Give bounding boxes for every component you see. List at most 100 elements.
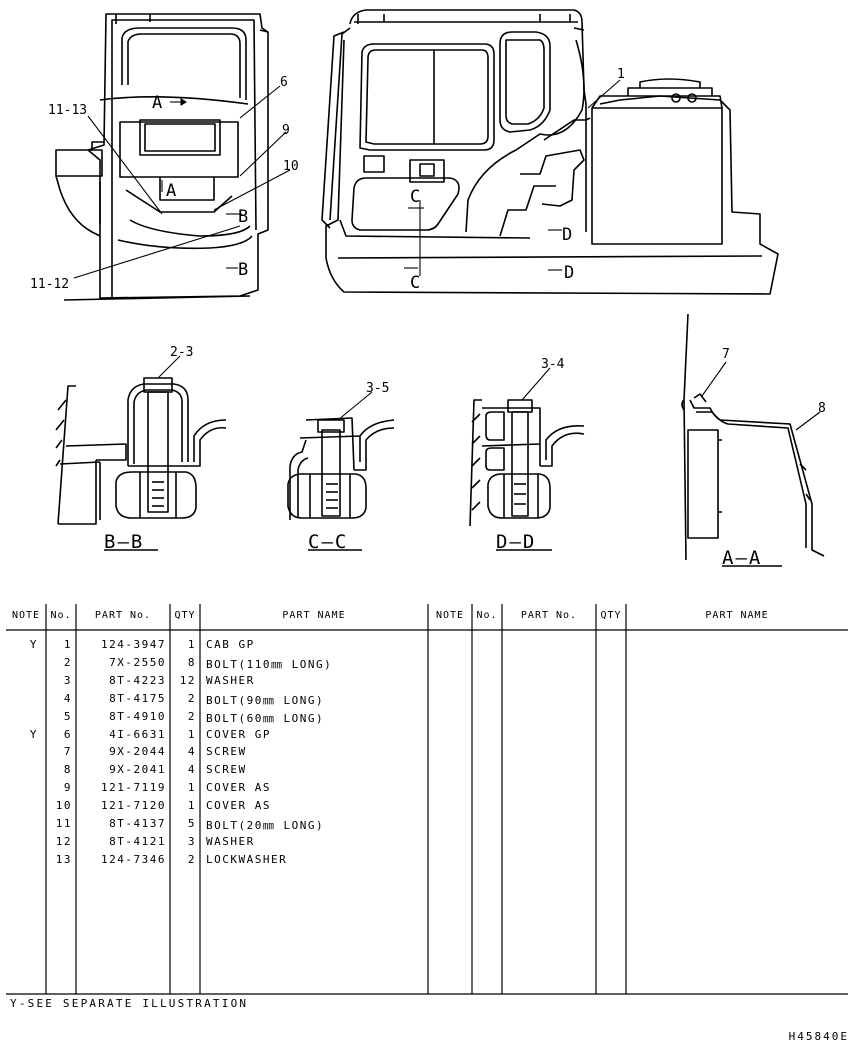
cell-qty: 2 <box>187 709 196 723</box>
cell-note: Y <box>29 638 38 651</box>
cell-no: 5 <box>63 709 72 723</box>
cell-qty: 8 <box>187 655 196 669</box>
header-note-right: NOTE <box>435 610 465 621</box>
header-note-left: NOTE <box>11 610 41 621</box>
cell-part-no: 124-7346 <box>101 852 166 866</box>
header-part-name-left: PART NAME <box>282 610 346 621</box>
cell-name: LOCKWASHER <box>206 852 288 866</box>
view-marker-c-top: C <box>410 187 420 207</box>
cell-qty: 4 <box>187 763 196 777</box>
callout-11-12: 11-12 <box>30 277 69 292</box>
callout-3-5: 3-5 <box>366 381 389 396</box>
view-marker-b-top: B <box>238 207 248 227</box>
section-a-a <box>681 313 825 567</box>
cell-no: 4 <box>63 691 72 705</box>
cell-qty: 12 <box>179 673 196 687</box>
table-row: 8 9X-2041 4 SCREW <box>6 763 428 781</box>
cell-no: 9 <box>63 781 72 795</box>
cell-part-no: 124-3947 <box>101 638 166 651</box>
view-marker-d-top: D <box>562 225 572 245</box>
leader-lines <box>73 79 821 431</box>
callout-7: 7 <box>722 347 730 362</box>
cell-no: 1 <box>63 638 72 651</box>
cell-part-no: 8T-4223 <box>109 673 166 687</box>
callout-9: 9 <box>282 123 290 138</box>
view-marker-b-bottom: B <box>238 260 248 280</box>
header-qty-right: QTY <box>600 610 622 621</box>
cell-name: BOLT(60㎜ LONG) <box>206 711 325 725</box>
cell-qty: 1 <box>187 799 196 813</box>
header-no-left: No. <box>50 610 72 621</box>
cell-name: WASHER <box>206 834 255 848</box>
table-grid <box>6 604 848 995</box>
cell-part-no: 8T-4175 <box>109 691 166 705</box>
cell-qty: 5 <box>187 817 196 830</box>
cell-name: SCREW <box>206 745 247 759</box>
header-no-right: No. <box>476 610 498 621</box>
cell-qty: 1 <box>187 781 196 795</box>
header-part-no-right: PART No. <box>520 610 578 621</box>
cell-no: 12 <box>55 834 72 848</box>
view-marker-a-top: A <box>152 93 162 113</box>
cell-part-no: 8T-4137 <box>109 817 166 830</box>
cell-name: BOLT(110㎜ LONG) <box>206 657 333 671</box>
table-row: 2 7X-2550 8 BOLT(110㎜ LONG) <box>6 656 428 674</box>
cell-no: 2 <box>63 655 72 669</box>
cell-part-no: 8T-4910 <box>109 709 166 723</box>
section-label-a-a: A—A <box>722 547 762 569</box>
cell-no: 13 <box>55 852 72 866</box>
callout-6: 6 <box>280 75 288 90</box>
cell-qty: 2 <box>187 852 196 866</box>
section-label-d-d: D—D <box>496 531 536 553</box>
cell-no: 7 <box>63 745 72 759</box>
view-marker-d-bottom: D <box>564 263 574 283</box>
cell-name: COVER AS <box>206 781 271 795</box>
cell-part-no: 121-7120 <box>101 799 166 813</box>
section-b-b <box>55 377 227 551</box>
cell-part-no: 8T-4121 <box>109 834 166 848</box>
table-row: 10 121-7120 1 COVER AS <box>6 799 428 817</box>
section-label-b-b: B—B <box>104 531 144 553</box>
footnote: Y-SEE SEPARATE ILLUSTRATION <box>10 997 249 1010</box>
callout-8: 8 <box>818 401 826 416</box>
callout-1: 1 <box>617 67 625 82</box>
cell-no: 11 <box>55 817 72 830</box>
view-marker-c-bottom: C <box>410 273 420 293</box>
cell-name: COVER GP <box>206 727 271 741</box>
callout-3-4: 3-4 <box>541 357 565 372</box>
parts-table: NOTE No. PART No. QTY PART NAME NOTE No.… <box>6 604 848 995</box>
cab-rear-view <box>55 13 269 301</box>
cell-part-no: 9X-2041 <box>109 763 166 777</box>
cell-qty: 4 <box>187 745 196 759</box>
section-d-d <box>469 399 585 551</box>
cell-qty: 3 <box>187 834 196 848</box>
cell-name: BOLT(20㎜ LONG) <box>206 819 325 832</box>
illustration-id: H45840E <box>788 1030 849 1043</box>
header-qty-left: QTY <box>174 610 196 621</box>
view-marker-a-mid: A <box>166 181 176 201</box>
cell-no: 8 <box>63 763 72 777</box>
cell-name: BOLT(90㎜ LONG) <box>206 693 325 707</box>
section-c-c <box>287 417 395 551</box>
table-row: 12 8T-4121 3 WASHER <box>6 835 428 853</box>
parts-illustration: 1 6 9 10 11-13 11-12 2-3 3-5 3-4 7 8 A A… <box>30 9 826 569</box>
cell-name: COVER AS <box>206 799 271 813</box>
cell-part-no: 7X-2550 <box>109 655 166 669</box>
header-part-name-right: PART NAME <box>705 610 769 621</box>
callout-10: 10 <box>283 159 299 174</box>
header-part-no-left: PART No. <box>94 610 152 621</box>
cell-name: CAB GP <box>206 638 255 651</box>
cell-qty: 1 <box>187 727 196 741</box>
table-row: 13 124-7346 2 LOCKWASHER <box>6 853 428 871</box>
cell-qty: 2 <box>187 691 196 705</box>
cell-no: 6 <box>63 727 72 741</box>
callout-11-13: 11-13 <box>48 103 87 118</box>
table-row: 4 8T-4175 2 BOLT(90㎜ LONG) <box>6 692 428 710</box>
cell-name: SCREW <box>206 763 247 777</box>
cell-note: Y <box>29 727 38 741</box>
cell-no: 10 <box>55 799 72 813</box>
cell-part-no: 9X-2044 <box>109 745 166 759</box>
